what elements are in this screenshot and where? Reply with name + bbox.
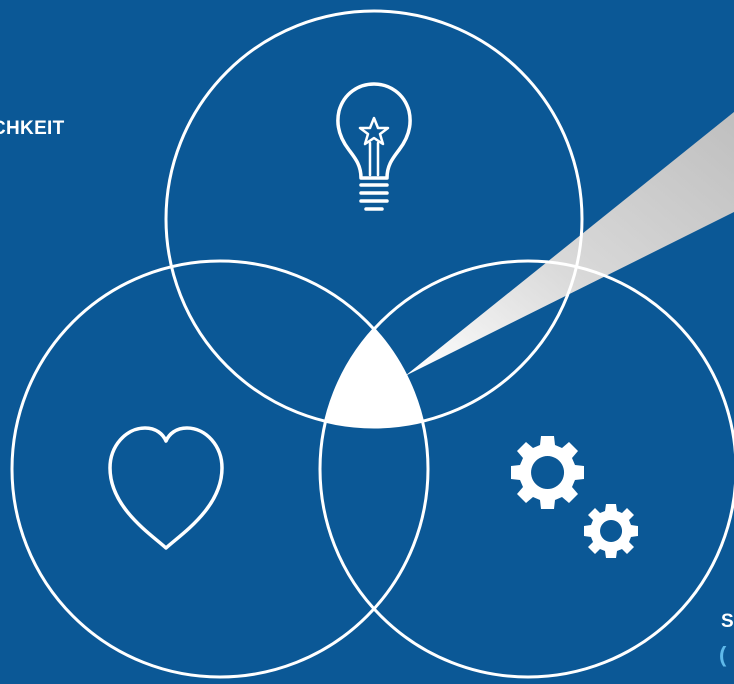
bottom-right-label: S bbox=[721, 611, 734, 632]
circle-right bbox=[318, 259, 734, 679]
bottom-right-sublabel: ( bbox=[719, 642, 727, 667]
circle-left bbox=[10, 259, 430, 679]
highlight-beam bbox=[405, 112, 734, 376]
heart-icon bbox=[108, 426, 224, 550]
circle-top bbox=[164, 9, 584, 429]
lightbulb-star-icon bbox=[336, 82, 412, 211]
gears-icon bbox=[511, 436, 638, 558]
top-left-label: CHKEIT bbox=[0, 118, 65, 139]
